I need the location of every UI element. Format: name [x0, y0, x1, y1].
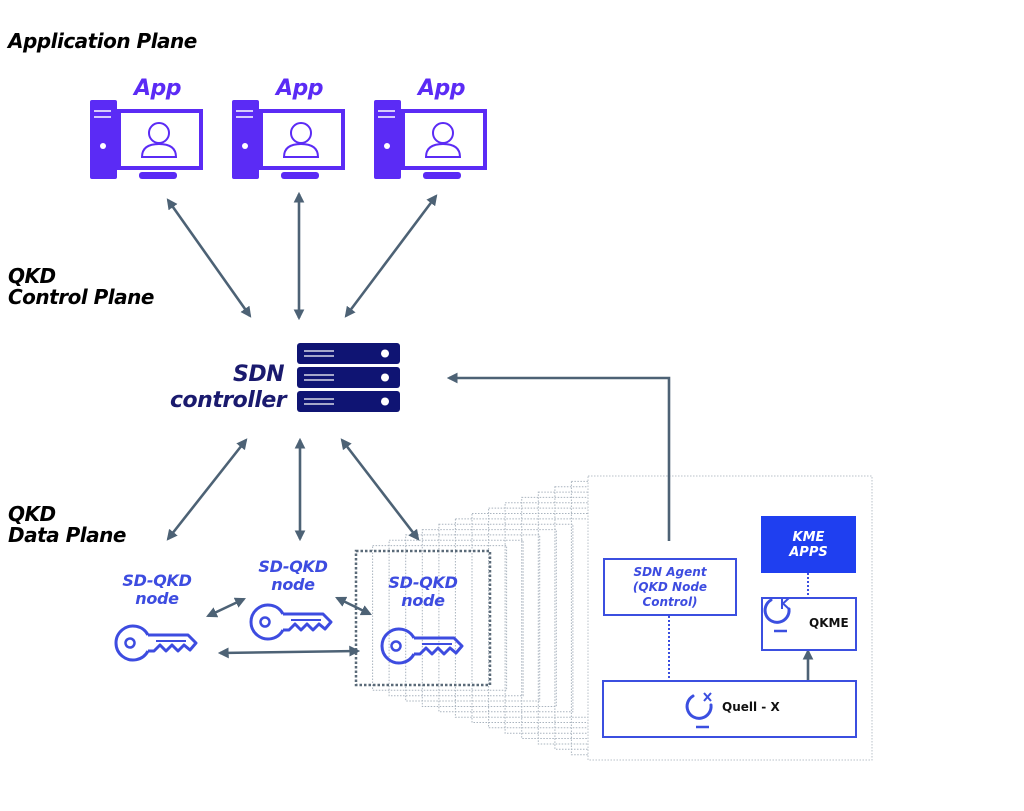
node-1-label-line1: SD-QKD: [122, 571, 192, 590]
sdn-controller-label-line2: controller: [170, 388, 287, 413]
node-stack-layer: [454, 518, 590, 718]
kme-apps-label-line2: APPS: [789, 544, 828, 560]
node-stack-layer: [405, 534, 541, 702]
node-stack-layer: [388, 539, 524, 697]
node-3-label-line1: SD-QKD: [388, 573, 458, 592]
key-icon: [380, 627, 464, 665]
app-2-label: App: [276, 76, 324, 101]
sdn-controller-label-line1: SDN: [232, 362, 285, 387]
node-stack-layer: [471, 513, 607, 723]
quell-x-box: Quell - X: [602, 680, 857, 738]
app-1-label: App: [134, 76, 182, 101]
qkme-box: QKME: [761, 597, 857, 651]
node-1-label-line2: node: [135, 589, 179, 608]
data-plane-label-line1: QKD: [8, 502, 56, 526]
sdn-agent-label-line2: (QKD Node Control): [632, 579, 708, 609]
application-plane-label: Application Plane: [8, 29, 197, 53]
arrow-controller-node1: [166, 438, 248, 541]
arrow-app1-controller: [166, 198, 252, 318]
kme-apps-label-line1: KME: [792, 529, 825, 545]
qkme-label: QKME: [809, 616, 849, 630]
node-stack-layer: [421, 529, 557, 707]
arrow-node1-node3: [217, 645, 361, 659]
node-3-frame: [354, 549, 492, 687]
data-plane-label-line2: Data Plane: [8, 523, 126, 547]
key-icon: [114, 624, 198, 662]
app-3-label: App: [418, 76, 466, 101]
key-icon: [249, 603, 333, 641]
control-plane-label-line1: QKD: [8, 264, 56, 288]
control-plane-label-line2: Control Plane: [8, 285, 154, 309]
node-stack-layer: [372, 545, 508, 691]
node-2-label-line1: SD-QKD: [258, 557, 328, 576]
arrow-controller-node3: [340, 438, 420, 541]
node-3-label-line2: node: [401, 591, 445, 610]
sdn-agent-box: SDN Agent (QKD Node Control): [603, 558, 737, 616]
kme-apps-box: KME APPS: [761, 516, 856, 573]
quell-x-logo-icon: [685, 692, 713, 729]
server-unit: [297, 367, 400, 388]
arrow-app3-controller: [344, 194, 438, 318]
server-stack-icon: [297, 343, 400, 412]
node-3-label: SD-QKD node: [376, 574, 470, 610]
quell-x-label: Quell - X: [722, 700, 780, 714]
node-stack-layer: [438, 523, 574, 713]
node-2-label: SD-QKD node: [246, 558, 340, 594]
desktop-user-icon: [232, 100, 345, 179]
arrow-agent-controller: [446, 372, 671, 541]
node-2-label-line2: node: [271, 575, 315, 594]
node-1-label: SD-QKD node: [110, 572, 204, 608]
arrow-node2-node3: [335, 596, 372, 616]
data-plane-label: QKD Data Plane: [8, 504, 126, 546]
desktop-user-icon: [374, 100, 487, 179]
desktop-user-icon: [90, 100, 203, 179]
qkme-logo-icon: [763, 597, 791, 633]
server-unit: [297, 391, 400, 412]
server-unit: [297, 343, 400, 364]
sdn-agent-label-line1: SDN Agent: [633, 564, 707, 579]
control-plane-label: QKD Control Plane: [8, 266, 154, 308]
sdn-controller-label: SDN controller: [170, 362, 287, 414]
arrow-node1-node2: [206, 597, 246, 618]
